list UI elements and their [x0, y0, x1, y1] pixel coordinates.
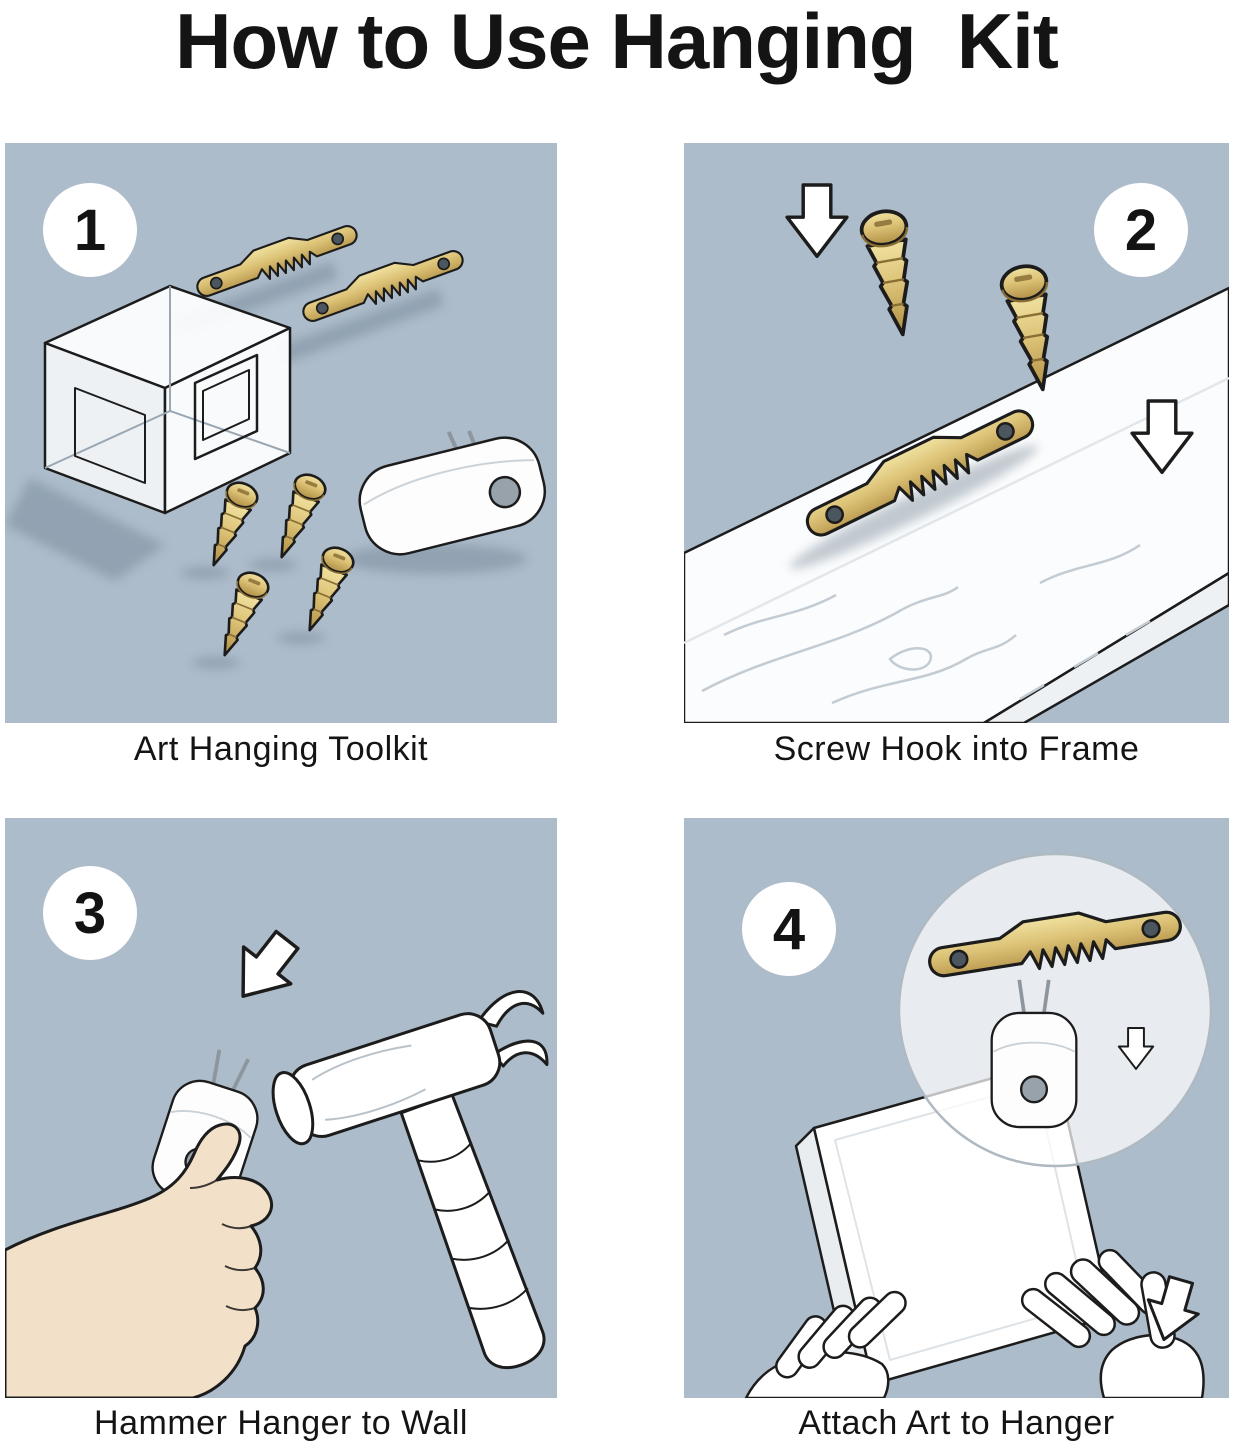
wall-hook-icon [358, 430, 547, 556]
hanger-shadow [789, 445, 1039, 569]
hammer-to-wall-illustration [5, 919, 549, 1398]
display-box-icon [43, 284, 292, 515]
caption-step-1: Art Hanging Toolkit [133, 730, 429, 768]
page-title: How to Use Hanging Kit [175, 0, 1059, 85]
screw-icon [857, 205, 927, 341]
step-number: 2 [1124, 197, 1158, 263]
arrow-down-icon [217, 919, 313, 1017]
toolkit-illustration [5, 214, 547, 669]
step-number: 1 [73, 197, 107, 263]
hammer-icon [271, 990, 549, 1370]
caption-step-3: Hammer Hanger to Wall [94, 1404, 468, 1442]
wood-grain [701, 543, 1151, 705]
step-badge-3: 3 [43, 866, 137, 960]
step-badge-1: 1 [43, 183, 137, 277]
arrow-down-icon [785, 183, 849, 259]
step-badge-4: 4 [742, 882, 836, 976]
caption-step-4: Attach Art to Hanger [798, 1404, 1115, 1442]
step-badge-2: 2 [1094, 183, 1188, 277]
step-panel-4: 4 [684, 818, 1229, 1398]
step-panel-3: 3 [5, 818, 557, 1398]
step-number: 3 [73, 880, 107, 946]
left-hand-icon [744, 1290, 907, 1398]
screw-icon [293, 542, 359, 638]
hand-icon [5, 1122, 274, 1398]
step-number: 4 [772, 896, 806, 962]
picture-frame-board [684, 286, 1229, 723]
step-panel-2: 2 [684, 143, 1229, 723]
step-panel-1: 1 [5, 143, 557, 723]
caption-step-2: Screw Hook into Frame [773, 730, 1140, 768]
screw-icon [265, 469, 331, 565]
attach-art-illustration [744, 852, 1213, 1398]
screw-icon [208, 567, 274, 663]
screw-into-frame-illustration [684, 183, 1229, 723]
